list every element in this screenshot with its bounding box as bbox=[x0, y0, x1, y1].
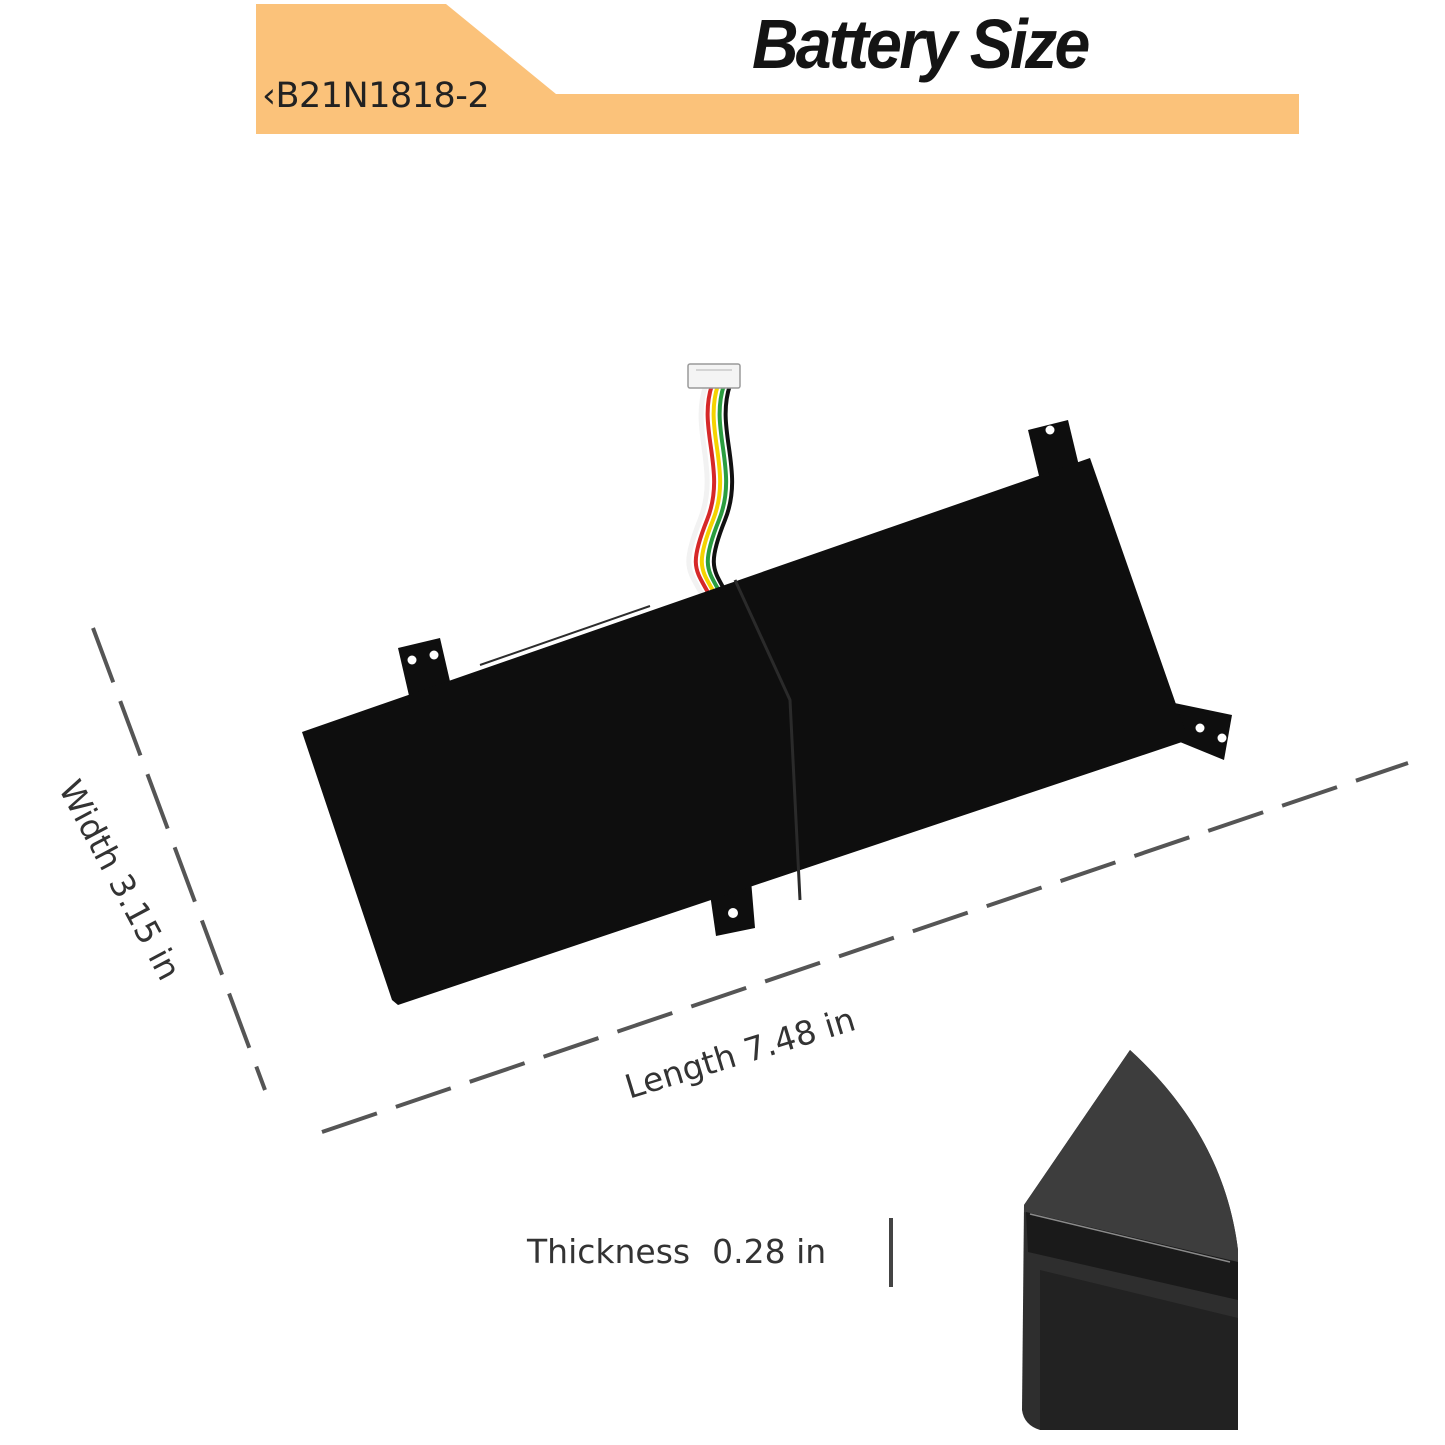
battery-cable bbox=[686, 384, 735, 602]
thickness-label-text: Thickness bbox=[527, 1232, 691, 1271]
width-dimension-line bbox=[91, 627, 267, 1091]
page-title: Battery Size bbox=[752, 5, 1090, 83]
battery-body bbox=[302, 420, 1232, 1005]
thickness-label: Thickness 0.28 in bbox=[527, 1232, 826, 1271]
header-banner bbox=[256, 4, 1299, 134]
model-number: ‹B21N1818-2 bbox=[262, 76, 490, 116]
battery-edge-closeup bbox=[1022, 1050, 1238, 1430]
thickness-value: 0.28 in bbox=[712, 1232, 827, 1271]
banner-shape bbox=[256, 4, 1299, 134]
length-dimension-line bbox=[321, 761, 1409, 1134]
battery-connector bbox=[687, 363, 741, 389]
